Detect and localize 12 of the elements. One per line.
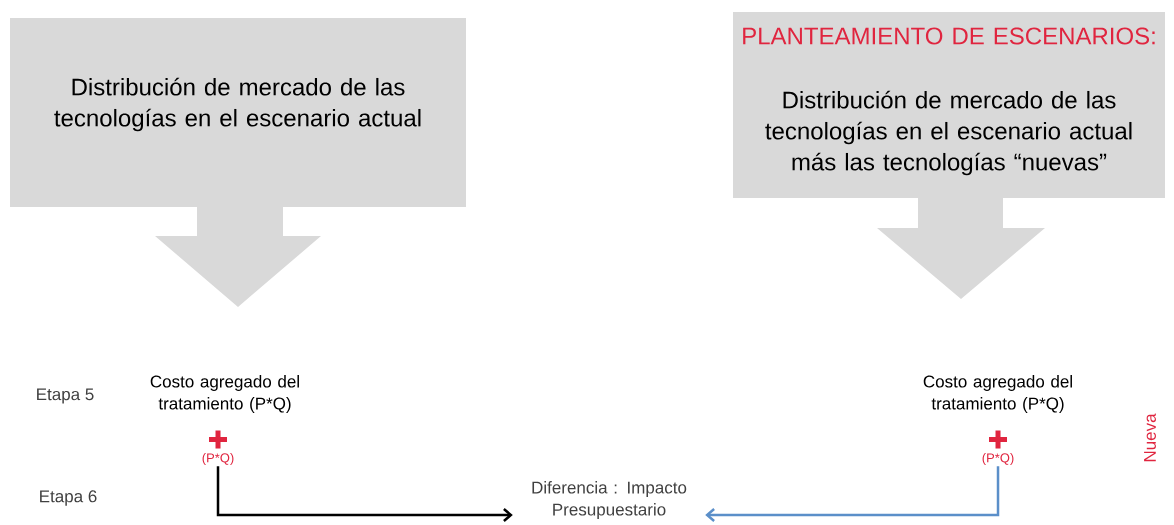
formula-label: (P*Q) [982,452,1014,466]
stage-label: Etapa 5 [37,388,94,404]
callout-arrow-box: Distribución de mercado de las tecnologías en el escenario actual [10,18,466,307]
step-label: Diferencia : Impacto Presupuestario [532,481,687,519]
arrow [216,466,513,522]
arrow [705,466,1000,522]
step-label: Costo agregado del tratamiento (P*Q) [150,375,299,413]
side-label: Nueva [1144,413,1156,462]
step-label: Costo agregado del tratamiento (P*Q) [923,375,1072,413]
callout-arrow-box: PLANTEAMIENTO DE ESCENARIOS: Distribución de mercado de las tecnologías en el escenario actual más las tecnologías “nuevas” [733,12,1165,299]
formula-label: (P*Q) [202,452,234,466]
stage-label: Etapa 6 [40,490,97,506]
